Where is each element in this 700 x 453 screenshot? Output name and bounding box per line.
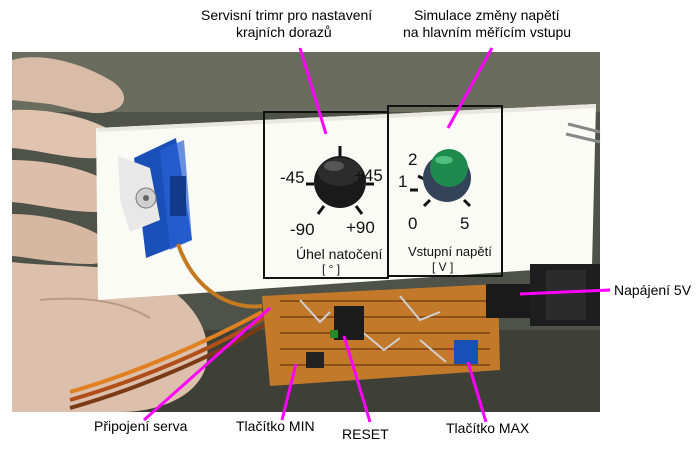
- pcb-wires: [299, 295, 447, 363]
- callout-tlacitko-max: Tlačítko MAX: [446, 420, 530, 436]
- voltage-unit: [ V ]: [432, 260, 454, 274]
- scale-label-plus45: +45: [354, 166, 383, 185]
- callout-trimr-line1: Servisní trimr pro nastavení: [201, 7, 373, 23]
- callout-line-simulace: [446, 47, 494, 129]
- callout-pripojeni-serva: Připojení serva: [94, 418, 188, 434]
- callout-lines: [143, 47, 611, 423]
- callout-line-serva: [143, 306, 271, 422]
- tweezers: [565, 122, 601, 144]
- reset-jumper: [330, 330, 338, 338]
- callout-trimr-line2: krajních dorazů: [236, 24, 332, 40]
- callout-simulace-line2: na hlavním měřícím vstupu: [403, 24, 572, 40]
- scale-label-minus45: -45: [280, 168, 305, 187]
- button-min-body: [306, 352, 324, 368]
- hand: [12, 57, 208, 412]
- scale-label-plus90: +90: [346, 218, 375, 237]
- scale-label-2: 2: [408, 150, 418, 169]
- callout-simulace-line1: Simulace změny napětí: [414, 7, 560, 23]
- scale-label-minus90: -90: [290, 220, 315, 239]
- angle-unit: [ ° ]: [322, 262, 341, 276]
- callout-line-reset: [342, 335, 372, 423]
- power-connector: [486, 264, 600, 326]
- callout-reset: RESET: [342, 426, 389, 442]
- callout-tlacitko-min: Tlačítko MIN: [236, 418, 315, 434]
- callout-line-napajeni: [519, 288, 611, 296]
- ic-chip: [334, 306, 364, 340]
- scale-label-5: 5: [460, 214, 470, 233]
- scale-label-1: 1: [398, 172, 408, 191]
- callout-napajeni: Napájení 5V: [614, 282, 692, 298]
- button-max-body: [454, 340, 478, 364]
- panel-box-voltage: [387, 105, 503, 277]
- pcb-board: [262, 284, 500, 386]
- callout-line-min: [280, 363, 298, 421]
- servo-cable: [69, 243, 268, 410]
- servo-trimmer-knob: [314, 156, 366, 208]
- voltage-knob: [423, 149, 471, 202]
- servo-motor: [118, 138, 192, 258]
- angle-scale-ticks: [306, 146, 374, 215]
- scale-label-0: 0: [408, 214, 418, 233]
- callout-line-trimr: [298, 47, 328, 135]
- voltage-caption: Vstupní napětí: [408, 244, 492, 259]
- callout-line-max: [466, 361, 488, 423]
- angle-caption: Úhel natočení: [296, 246, 383, 262]
